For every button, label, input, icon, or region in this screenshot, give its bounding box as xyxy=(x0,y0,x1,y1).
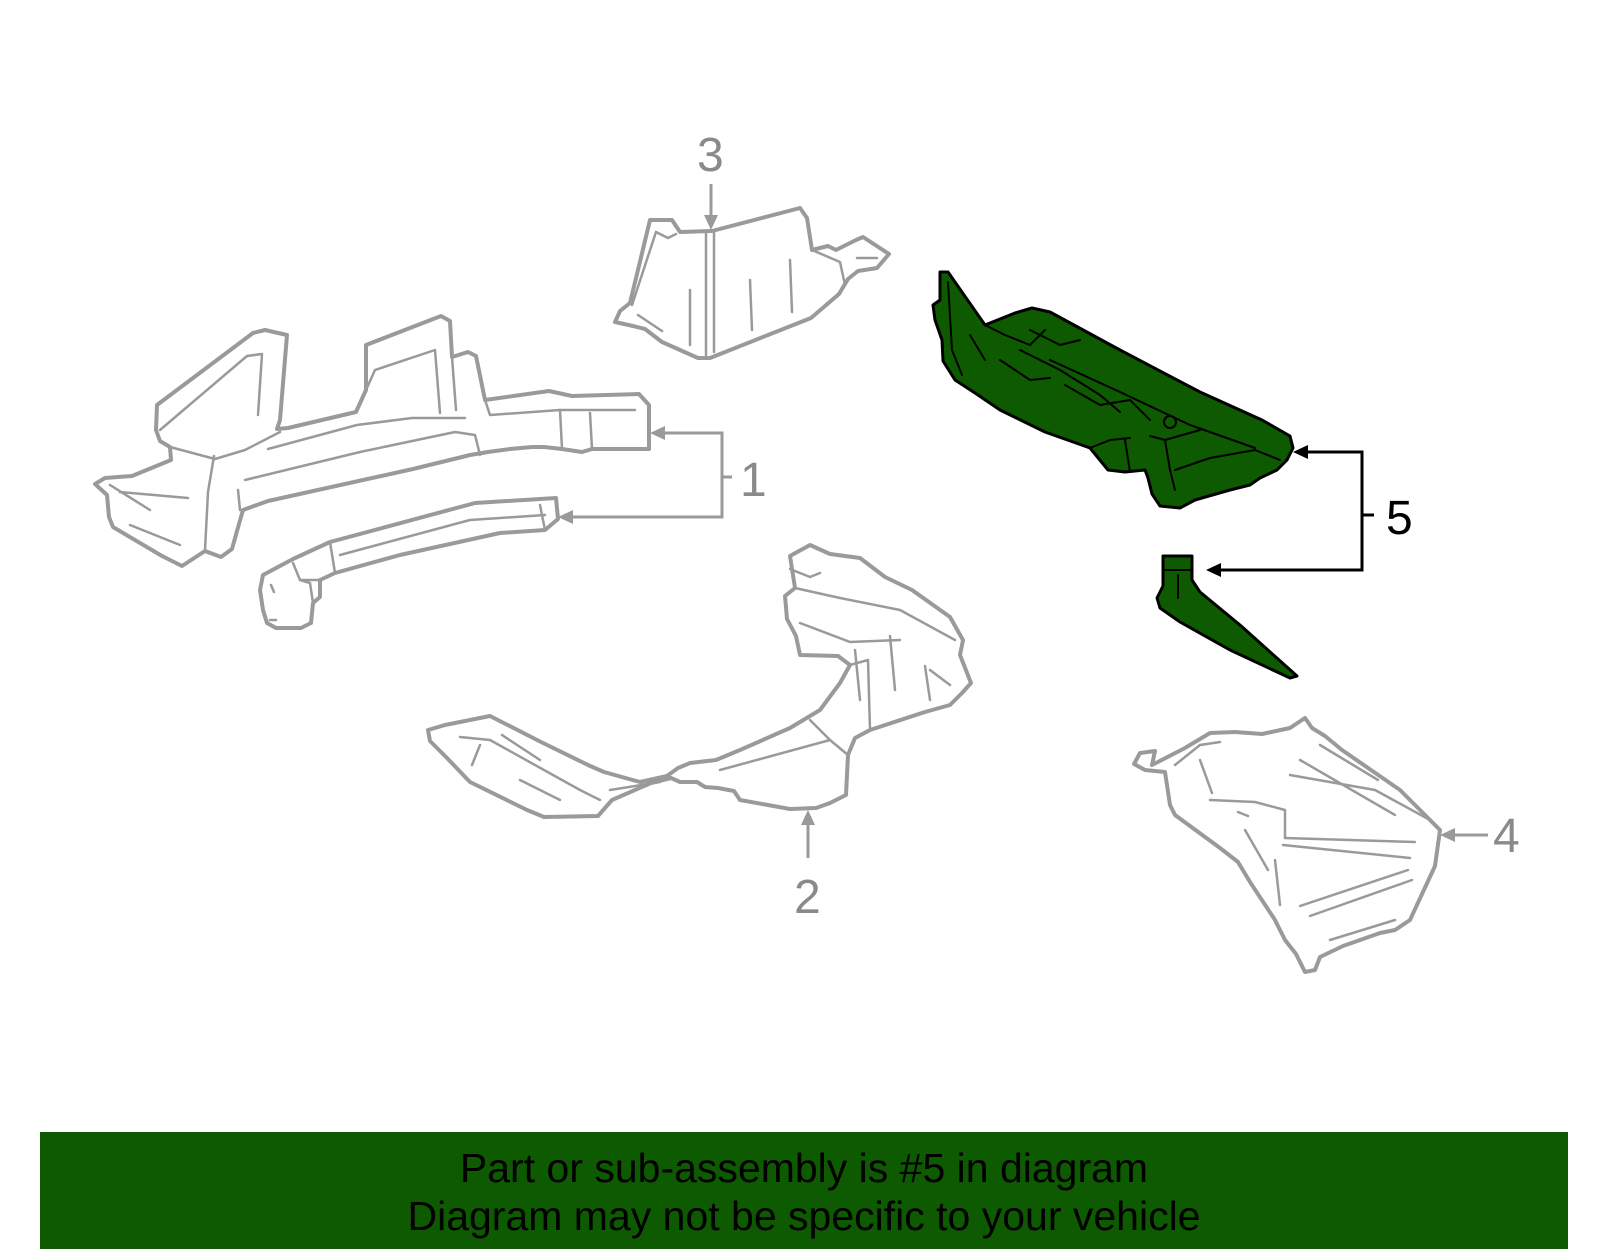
callout-3-leader xyxy=(704,184,718,230)
callout-5-label: 5 xyxy=(1386,492,1413,545)
part-1-lower-rail xyxy=(258,496,560,630)
part-5-main-panel xyxy=(931,270,1295,510)
part-3-shield xyxy=(613,206,891,360)
info-banner: Part or sub-assembly is #5 in diagram Di… xyxy=(40,1132,1568,1249)
part-2-crossmember xyxy=(426,543,973,819)
part-1-upper-rail xyxy=(93,314,651,568)
part-4-splash-shield xyxy=(1132,716,1442,974)
callout-1-label: 1 xyxy=(740,454,767,507)
part-5-bracket xyxy=(1155,554,1299,680)
callout-3-label: 3 xyxy=(697,129,724,182)
info-banner-background xyxy=(40,1132,1568,1249)
banner-line-2: Diagram may not be specific to your vehi… xyxy=(407,1193,1201,1239)
callout-5-leader xyxy=(1206,445,1374,577)
callout-1-leader xyxy=(558,426,732,524)
callout-4-leader xyxy=(1440,828,1488,842)
banner-line-1: Part or sub-assembly is #5 in diagram xyxy=(459,1145,1149,1191)
callout-4-label: 4 xyxy=(1493,810,1520,863)
callout-2-leader xyxy=(801,810,815,858)
callout-2-label: 2 xyxy=(794,871,821,924)
